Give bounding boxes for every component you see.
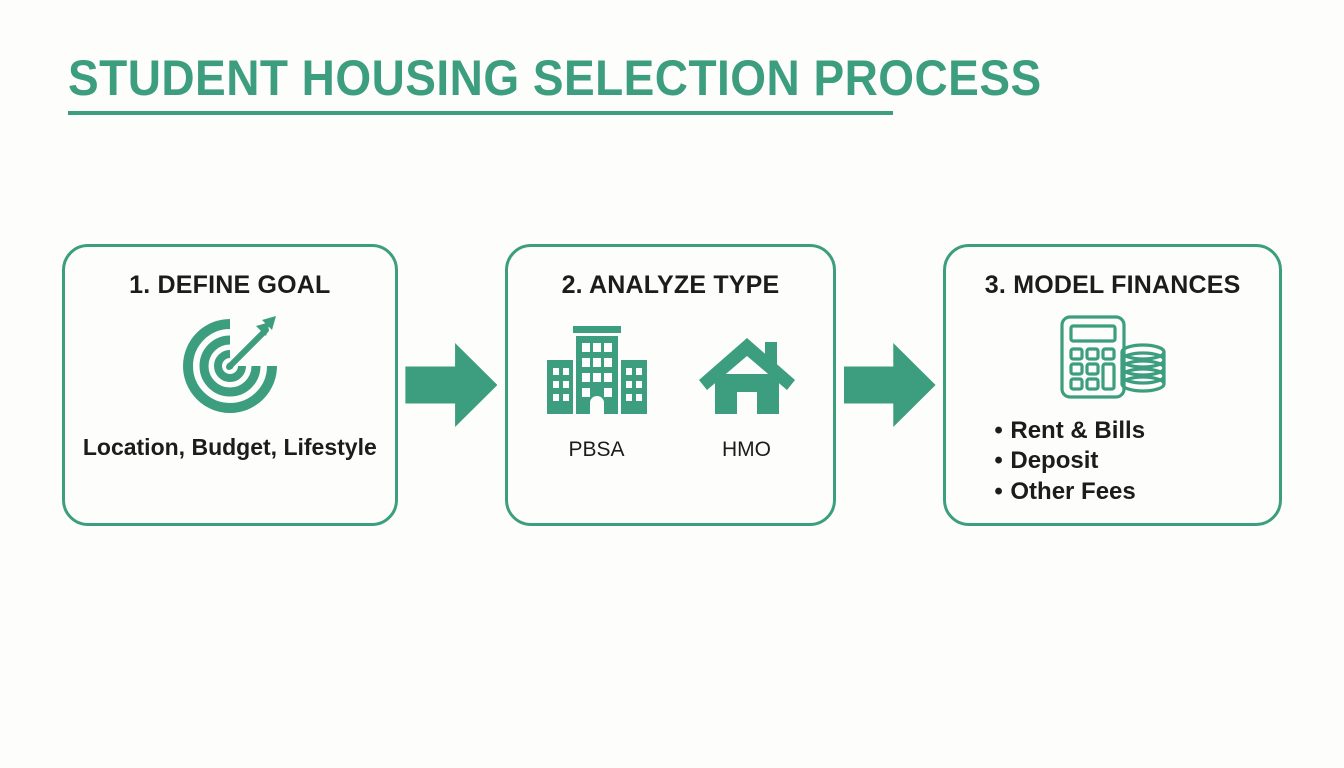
housing-type-pbsa[interactable]: PBSA xyxy=(545,320,649,462)
step-card-define-goal[interactable]: 1. DEFINE GOAL Location, Budget, Lifesty… xyxy=(62,244,398,526)
arrow-right-icon xyxy=(843,343,936,427)
step-card-model-finances[interactable]: 3. MODEL FINANCES xyxy=(943,244,1282,526)
finance-items-list: •Rent & Bills •Deposit •Other Fees xyxy=(994,416,1145,507)
arrow-right-icon-1 xyxy=(398,343,506,427)
page-title-block: STUDENT HOUSING SELECTION PROCESS xyxy=(68,50,1042,115)
step-card-analyze-type[interactable]: 2. ANALYZE TYPE xyxy=(505,244,836,526)
title-underline xyxy=(68,110,893,115)
list-item: •Deposit xyxy=(994,446,1145,476)
bullet-dot: • xyxy=(994,447,1003,475)
house-home-icon xyxy=(697,320,797,416)
step-2-title: 2. ANALYZE TYPE xyxy=(561,271,780,299)
step-1-caption: Location, Budget, Lifestyle xyxy=(82,434,377,460)
list-item-label: Rent & Bills xyxy=(1010,417,1146,444)
list-item: • Rent & Bills xyxy=(994,416,1145,446)
housing-type-pbsa-label: PBSA xyxy=(568,438,625,461)
calculator-coins-icon xyxy=(1058,312,1168,404)
arrow-right-icon-2 xyxy=(836,343,944,427)
housing-type-options: PBSA HMO xyxy=(545,320,797,462)
bullet-dot: • xyxy=(994,417,1003,444)
housing-type-hmo-label: HMO xyxy=(722,438,771,461)
housing-type-hmo[interactable]: HMO xyxy=(697,320,797,462)
page-title: STUDENT HOUSING SELECTION PROCESS xyxy=(68,50,1042,106)
list-item-label: Other Fees xyxy=(1010,477,1136,505)
office-buildings-icon xyxy=(545,320,649,416)
step-1-title: 1. DEFINE GOAL xyxy=(129,271,331,299)
list-item: •Other Fees xyxy=(994,477,1145,507)
step-3-title: 3. MODEL FINANCES xyxy=(984,271,1241,299)
list-item-label: Deposit xyxy=(1010,447,1099,475)
bullet-dot: • xyxy=(994,477,1003,505)
arrow-right-icon xyxy=(405,343,498,427)
target-bullseye-arrow-icon xyxy=(178,314,282,418)
process-flow: 1. DEFINE GOAL Location, Budget, Lifesty… xyxy=(62,244,1282,526)
